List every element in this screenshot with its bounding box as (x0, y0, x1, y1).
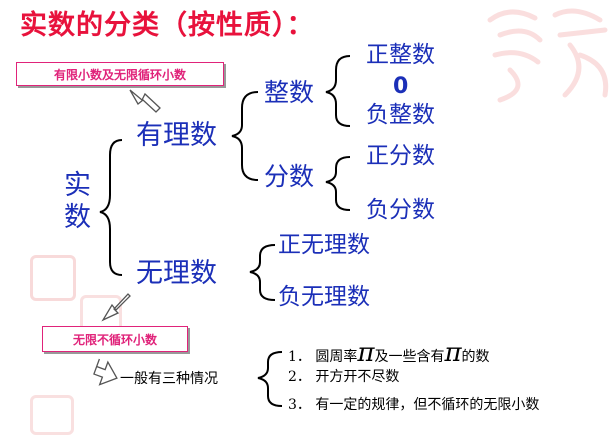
irrational-note-box: 无限不循环小数 (42, 326, 188, 352)
node-negative-integers: 负整数 (366, 102, 435, 128)
node-positive-irrationals: 正无理数 (278, 232, 370, 258)
node-positive-fractions: 正分数 (366, 143, 435, 169)
case-1-suffix: 的数 (461, 349, 490, 365)
watermark-seal (480, 0, 616, 115)
node-negative-fractions: 负分数 (366, 197, 435, 223)
node-positive-integers: 正整数 (366, 42, 435, 68)
case-2: 2． 开方开不尽数 (288, 369, 400, 385)
irrational-note-text: 无限不循环小数 (72, 332, 157, 347)
case-3: 3． 有一定的规律，但不循环的无限小数 (288, 397, 540, 413)
node-zero: 0 (393, 74, 409, 99)
node-real-1: 实 (64, 170, 91, 201)
node-real-2: 数 (64, 202, 91, 233)
case-1-prefix: 1． 圆周率 (288, 349, 358, 365)
case-1-mid: 及一些含有 (374, 349, 445, 365)
case-1: 1． 圆周率π及一些含有π的数 (288, 340, 490, 366)
cases-label: 一般有三种情况 (120, 371, 218, 387)
watermark-small-3 (30, 395, 74, 435)
watermark-small-1 (30, 255, 76, 301)
node-irrational: 无理数 (136, 258, 217, 289)
node-negative-irrationals: 负无理数 (278, 284, 370, 310)
rational-note-text: 有限小数及无限循环小数 (53, 67, 186, 82)
pi-symbol-1: π (357, 338, 375, 368)
node-fractions: 分数 (264, 162, 315, 191)
node-integers: 整数 (264, 78, 315, 107)
rational-note-box: 有限小数及无限循环小数 (16, 62, 224, 86)
node-rational: 有理数 (136, 120, 217, 151)
pi-symbol-2: π (444, 338, 462, 368)
page-title: 实数的分类（按性质）： (20, 10, 315, 41)
